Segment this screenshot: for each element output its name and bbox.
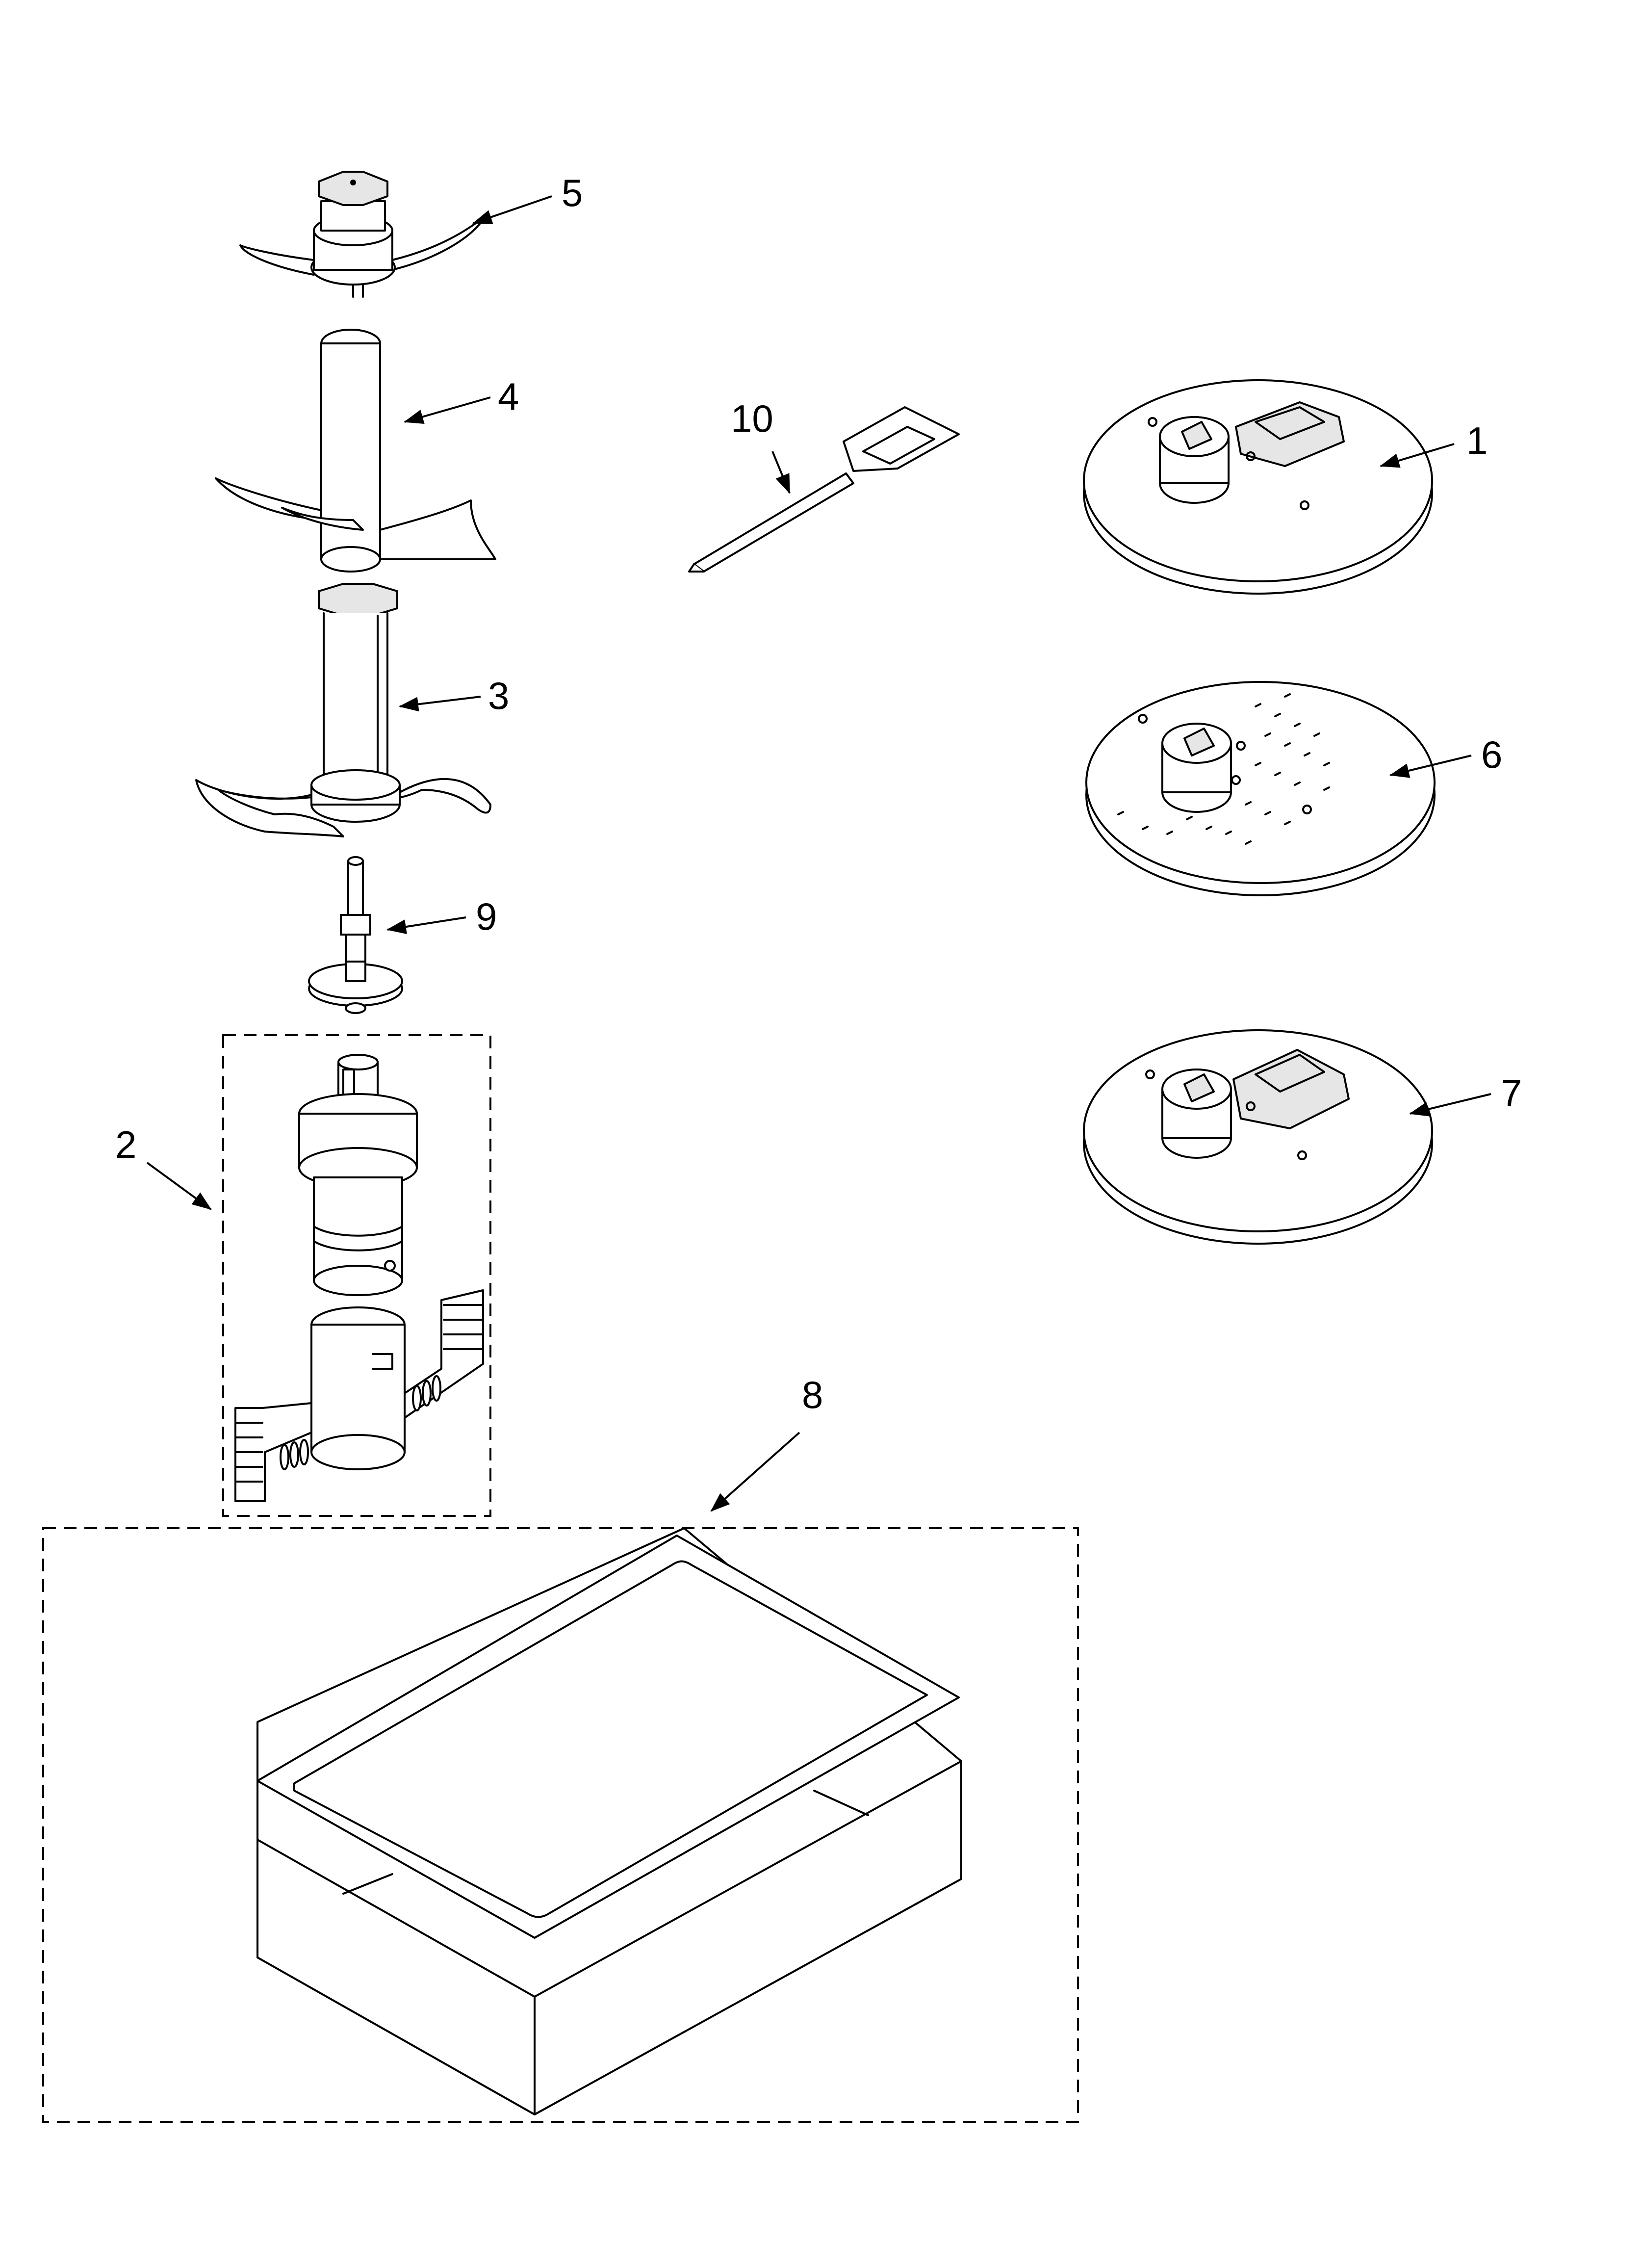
leader-9 <box>386 916 466 934</box>
part-8-storage-case <box>42 1527 1079 2123</box>
callout-9: 9 <box>476 895 497 938</box>
leader-4 <box>404 396 491 424</box>
shredding-holes <box>1117 693 1330 845</box>
callout-labels: 5 4 3 9 2 10 1 6 7 8 <box>115 171 1522 1416</box>
callout-2: 2 <box>115 1123 136 1166</box>
leader-8 <box>710 1432 800 1512</box>
callout-8: 8 <box>802 1373 823 1416</box>
leader-7 <box>1409 1093 1491 1117</box>
part-3-multipurpose-blade <box>195 583 491 837</box>
part-10-spatula <box>688 406 960 573</box>
leader-10 <box>771 451 791 494</box>
part-1-slicing-disc <box>1083 379 1433 595</box>
part-6-shredding-disc <box>1085 681 1436 896</box>
part-7-thin-slicing-disc <box>1083 1029 1433 1245</box>
callout-10: 10 <box>731 397 773 440</box>
leader-3 <box>399 696 481 712</box>
part-2-dough-blade-assembly <box>222 1034 491 1517</box>
callout-5: 5 <box>562 171 583 214</box>
part-5-mini-blade <box>239 171 487 298</box>
leader-6 <box>1389 755 1472 778</box>
callout-1: 1 <box>1466 419 1488 462</box>
callout-7: 7 <box>1501 1071 1522 1115</box>
part-4-chopping-blade <box>215 329 496 573</box>
callout-3: 3 <box>488 674 509 717</box>
callout-6: 6 <box>1481 733 1502 776</box>
leader-1 <box>1380 443 1455 468</box>
leader-5 <box>472 195 552 224</box>
leader-2 <box>146 1162 212 1210</box>
part-9-disc-stem <box>308 856 403 1014</box>
callout-4: 4 <box>498 375 519 418</box>
callout-leaders <box>146 195 1491 1512</box>
